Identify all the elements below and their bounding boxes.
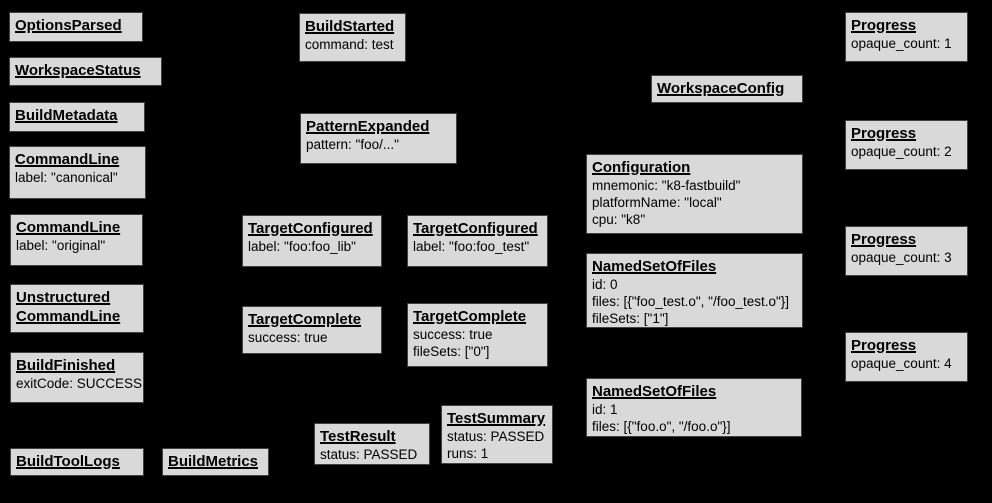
event-field: label: "original" xyxy=(16,238,106,253)
options-parsed-box: OptionsParsed xyxy=(9,12,143,42)
event-title: TargetConfigured xyxy=(413,220,538,237)
event-field: id: 1 xyxy=(592,402,618,417)
event-title: WorkspaceConfig xyxy=(657,80,785,97)
event-title: BuildStarted xyxy=(305,18,395,35)
event-title: Configuration xyxy=(592,159,691,176)
event-field: runs: 1 xyxy=(447,446,489,461)
event-field: label: "foo:foo_lib" xyxy=(248,239,356,254)
event-field: id: 0 xyxy=(592,277,618,292)
build-metrics-box: BuildMetrics xyxy=(162,448,269,476)
build-tool-logs-box: BuildToolLogs xyxy=(10,448,144,476)
event-title: NamedSetOfFiles xyxy=(592,383,717,400)
event-field: pattern: "foo/..." xyxy=(306,137,399,152)
target-complete-foo-lib-box: TargetComplete success: true xyxy=(242,306,382,354)
event-title: CommandLine xyxy=(15,151,120,168)
progress-2-box: Progress opaque_count: 2 xyxy=(845,120,968,170)
target-complete-foo-test-box: TargetComplete success: true fileSets: [… xyxy=(407,303,548,367)
event-title: TargetComplete xyxy=(248,311,362,328)
named-set-of-files-1-box: NamedSetOfFiles id: 1 files: [{"foo.o", … xyxy=(586,378,802,437)
event-field: fileSets: ["1"] xyxy=(592,311,669,326)
event-field: success: true xyxy=(248,330,328,345)
command-line-canonical-box: CommandLine label: "canonical" xyxy=(9,146,146,199)
event-title: NamedSetOfFiles xyxy=(592,258,717,275)
build-started-box: BuildStarted command: test xyxy=(299,13,406,62)
event-title: Progress xyxy=(851,17,917,34)
event-field: opaque_count: 1 xyxy=(851,36,952,51)
event-title: TestResult xyxy=(320,428,396,445)
build-finished-box: BuildFinished exitCode: SUCCESS xyxy=(10,352,144,403)
command-line-original-box: CommandLine label: "original" xyxy=(10,214,143,266)
event-title: Unstructured xyxy=(16,289,111,306)
event-field: mnemonic: "k8-fastbuild" xyxy=(592,178,741,193)
event-title: WorkspaceStatus xyxy=(15,62,141,79)
event-field: command: test xyxy=(305,37,394,52)
event-title: TargetConfigured xyxy=(248,220,373,237)
event-field: status: PASSED xyxy=(320,447,418,462)
target-configured-foo-test-box: TargetConfigured label: "foo:foo_test" xyxy=(407,215,548,267)
progress-3-box: Progress opaque_count: 3 xyxy=(845,226,968,276)
event-title: Progress xyxy=(851,231,917,248)
event-title: CommandLine xyxy=(16,219,121,236)
event-field: success: true xyxy=(413,327,493,342)
workspace-config-box: WorkspaceConfig xyxy=(651,75,803,103)
event-field: files: [{"foo_test.o", "/foo_test.o"}] xyxy=(592,294,790,309)
event-title: BuildMetrics xyxy=(168,453,259,470)
event-field: label: "canonical" xyxy=(15,170,118,185)
unstructured-command-line-box: Unstructured CommandLine xyxy=(10,284,144,333)
event-title: Progress xyxy=(851,337,917,354)
event-field: fileSets: ["0"] xyxy=(413,344,490,359)
event-title: OptionsParsed xyxy=(15,17,122,34)
event-title: BuildToolLogs xyxy=(16,453,120,470)
test-result-box: TestResult status: PASSED xyxy=(314,423,430,465)
event-field: opaque_count: 4 xyxy=(851,356,952,371)
event-title: TestSummary xyxy=(447,410,546,427)
progress-1-box: Progress opaque_count: 1 xyxy=(845,12,968,62)
progress-4-box: Progress opaque_count: 4 xyxy=(845,332,968,382)
build-metadata-box: BuildMetadata xyxy=(9,102,145,132)
event-title: BuildFinished xyxy=(16,357,116,374)
event-title: TargetComplete xyxy=(413,308,527,325)
named-set-of-files-0-box: NamedSetOfFiles id: 0 files: [{"foo_test… xyxy=(586,253,803,328)
target-configured-foo-lib-box: TargetConfigured label: "foo:foo_lib" xyxy=(242,215,382,267)
event-field: opaque_count: 3 xyxy=(851,250,952,265)
event-field: label: "foo:foo_test" xyxy=(413,239,530,254)
event-title: Progress xyxy=(851,125,917,142)
event-field: exitCode: SUCCESS xyxy=(16,376,143,391)
configuration-box: Configuration mnemonic: "k8-fastbuild" p… xyxy=(586,154,803,234)
event-field: cpu: "k8" xyxy=(592,212,646,227)
event-title: PatternExpanded xyxy=(306,118,430,135)
event-field: platformName: "local" xyxy=(592,195,722,210)
event-title: BuildMetadata xyxy=(15,107,118,124)
event-field: files: [{"foo.o", "/foo.o"}] xyxy=(592,419,731,434)
pattern-expanded-box: PatternExpanded pattern: "foo/..." xyxy=(300,113,457,164)
event-title-line2: CommandLine xyxy=(16,308,121,325)
event-field: opaque_count: 2 xyxy=(851,144,952,159)
event-field: status: PASSED xyxy=(447,429,545,444)
test-summary-box: TestSummary status: PASSED runs: 1 xyxy=(441,405,553,464)
workspace-status-box: WorkspaceStatus xyxy=(9,57,162,86)
